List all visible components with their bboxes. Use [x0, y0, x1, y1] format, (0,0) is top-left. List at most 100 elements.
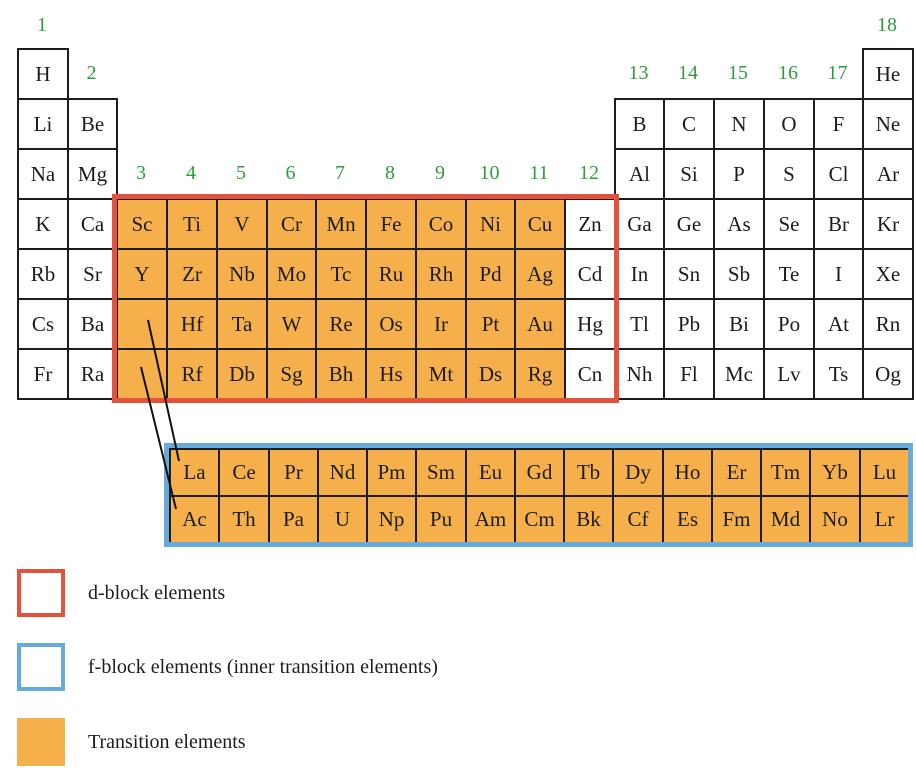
group-label-12: 12	[579, 162, 599, 184]
transition-swatch	[17, 718, 65, 766]
group-label-6: 6	[285, 162, 296, 184]
element-cell-kr: Kr	[862, 198, 914, 250]
element-cell-fl: Fl	[663, 348, 715, 400]
element-cell-cd: Cd	[564, 248, 616, 300]
group-label-14: 14	[678, 62, 698, 84]
element-cell-rn: Rn	[862, 298, 914, 350]
f-block-outline	[164, 443, 913, 547]
legend-item-f-block: f-block elements (inner transition eleme…	[17, 643, 438, 691]
element-cell-th: Th	[218, 495, 270, 544]
f-block-swatch	[17, 643, 65, 691]
element-cell-al: Al	[614, 148, 665, 200]
d-block-swatch	[17, 569, 65, 617]
element-cell-fe: Fe	[365, 198, 417, 250]
element-cell-bi: Bi	[713, 298, 765, 350]
element-cell-n: N	[713, 98, 765, 150]
element-cell-si: Si	[663, 148, 715, 200]
group-label-13: 13	[628, 62, 649, 84]
element-cell-p: P	[713, 148, 765, 200]
element-cell-bh: Bh	[315, 348, 367, 400]
element-cell-ne: Ne	[862, 98, 914, 150]
group-label-17: 17	[827, 62, 848, 84]
element-cell-cs: Cs	[17, 298, 69, 350]
group-label-2: 2	[86, 62, 97, 84]
d-block-legend-label: d-block elements	[88, 581, 226, 604]
element-cell-sr: Sr	[67, 248, 118, 300]
group-label-16: 16	[778, 62, 798, 84]
element-cell-b: B	[614, 98, 665, 150]
element-cell-ca: Ca	[67, 198, 118, 250]
element-cell-o: O	[763, 98, 815, 150]
element-cell-xe: Xe	[862, 248, 914, 300]
element-cell-co: Co	[415, 198, 467, 250]
group-label-3: 3	[136, 162, 146, 184]
group-label-15: 15	[728, 62, 748, 84]
group-label-9: 9	[435, 162, 445, 184]
element-cell-w: W	[266, 298, 317, 350]
group-label-18: 18	[877, 14, 897, 36]
element-cell-pb: Pb	[663, 298, 715, 350]
element-cell-lr: Lr	[859, 495, 910, 544]
element-cell-sb: Sb	[713, 248, 765, 300]
d-block-outline	[112, 194, 619, 403]
element-cell-na: Na	[17, 148, 69, 200]
element-cell-at: At	[813, 298, 864, 350]
legend-item-d-block: d-block elements	[17, 569, 225, 617]
element-cell-in: In	[614, 248, 665, 300]
element-cell-te: Te	[763, 248, 815, 300]
element-cell-s: S	[763, 148, 815, 200]
legend-item-transition: Transition elements	[17, 718, 246, 766]
element-cell-pr: Pr	[268, 448, 319, 497]
element-cell-mn: Mn	[315, 198, 367, 250]
element-cell-tb: Tb	[563, 448, 614, 497]
element-cell-y: Y	[116, 248, 168, 300]
element-cell-i: I	[813, 248, 864, 300]
element-cell-ra: Ra	[67, 348, 118, 400]
element-cell-cr: Cr	[266, 198, 317, 250]
element-cell-ba: Ba	[67, 298, 118, 350]
element-cell-as: As	[713, 198, 765, 250]
element-cell-f: F	[813, 98, 864, 150]
element-cell-po: Po	[763, 298, 815, 350]
element-cell-rg: Rg	[514, 348, 566, 400]
element-cell-he: He	[862, 48, 914, 100]
element-cell-k: K	[17, 198, 69, 250]
element-cell-nh: Nh	[614, 348, 665, 400]
element-cell-ac: Ac	[169, 495, 220, 544]
element-cell-og: Og	[862, 348, 914, 400]
element-cell-br: Br	[813, 198, 864, 250]
transition-legend-label: Transition elements	[88, 730, 246, 753]
element-cell-be: Be	[67, 98, 118, 150]
element-cell-mc: Mc	[713, 348, 765, 400]
element-cell-c: C	[663, 98, 715, 150]
group-label-7: 7	[335, 162, 345, 184]
group-label-10: 10	[479, 162, 500, 184]
element-cell-au: Au	[514, 298, 566, 350]
element-cell-sn: Sn	[663, 248, 715, 300]
element-cell-ar: Ar	[862, 148, 914, 200]
element-cell-lv: Lv	[763, 348, 815, 400]
group-label-11: 11	[529, 162, 549, 184]
element-cell-ti: Ti	[166, 198, 218, 250]
element-cell-sg: Sg	[266, 348, 317, 400]
group-label-4: 4	[186, 162, 196, 184]
element-cell-fr: Fr	[17, 348, 69, 400]
element-cell-ga: Ga	[614, 198, 665, 250]
element-cell-cl: Cl	[813, 148, 864, 200]
element-cell-ir: Ir	[415, 298, 467, 350]
element-cell-li: Li	[17, 98, 69, 150]
element-cell-ru: Ru	[365, 248, 417, 300]
element-cell-db: Db	[216, 348, 268, 400]
f-block-legend-label: f-block elements (inner transition eleme…	[88, 655, 438, 678]
element-cell-zr: Zr	[166, 248, 218, 300]
group-label-5: 5	[236, 162, 246, 184]
element-cell-ts: Ts	[813, 348, 864, 400]
element-cell-rb: Rb	[17, 248, 69, 300]
element-cell-mg: Mg	[67, 148, 118, 200]
element-cell-gd: Gd	[514, 448, 565, 497]
group-label-8: 8	[385, 162, 395, 184]
element-cell-pu: Pu	[415, 495, 467, 544]
element-cell-se: Se	[763, 198, 815, 250]
element-cell-h: H	[17, 48, 69, 100]
